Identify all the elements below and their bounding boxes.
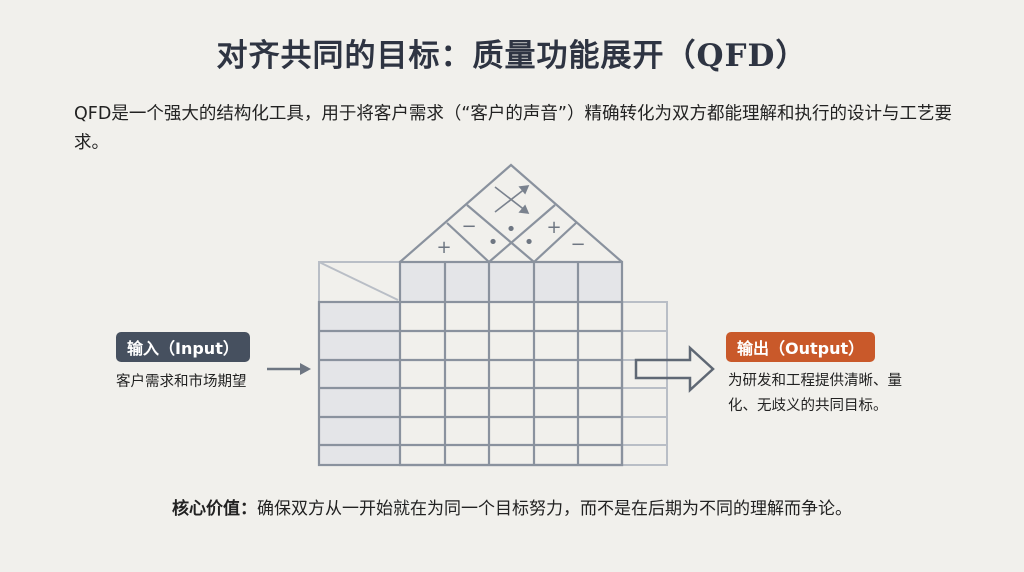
core-value: 核心价值：确保双方从一开始就在为同一个目标努力，而不是在后期为不同的理解而争论。 [0, 494, 1024, 519]
roof-symbol-plus: + [436, 237, 451, 258]
intro-text: QFD是一个强大的结构化工具，用于将客户需求（“客户的声音”）精确转化为双方都能… [74, 104, 952, 153]
corner-diagonal [318, 261, 399, 301]
input-badge: 输入（Input） [116, 332, 250, 362]
output-description: 为研发和工程提供清晰、量化、无歧义的共同目标。 [728, 373, 902, 414]
input-description: 客户需求和市场期望 [116, 374, 247, 390]
roof-symbol-minus: − [570, 234, 585, 255]
roof-symbol-dot: • [506, 219, 517, 240]
matrix-grid [317, 260, 624, 467]
core-value-label: 核心价值： [172, 499, 257, 519]
roof-symbol-dot: • [524, 232, 535, 253]
roof-symbol-minus: − [461, 216, 476, 237]
output-arrow-icon [634, 345, 715, 393]
roof-header-fill [400, 262, 622, 302]
output-badge: 输出（Output） [726, 332, 876, 362]
roof-symbol-dot: • [488, 232, 499, 253]
roof-symbol-plus: + [546, 217, 561, 238]
requirements-column-fill [319, 302, 400, 465]
page-title: 对齐共同的目标：质量功能展开（QFD） [216, 38, 808, 74]
core-value-text: 确保双方从一开始就在为同一个目标努力，而不是在后期为不同的理解而争论。 [257, 499, 852, 519]
right-assessment-column [621, 301, 668, 466]
correlation-arrows-icon [494, 185, 530, 214]
input-arrow-icon [267, 363, 311, 375]
roof [399, 163, 623, 263]
